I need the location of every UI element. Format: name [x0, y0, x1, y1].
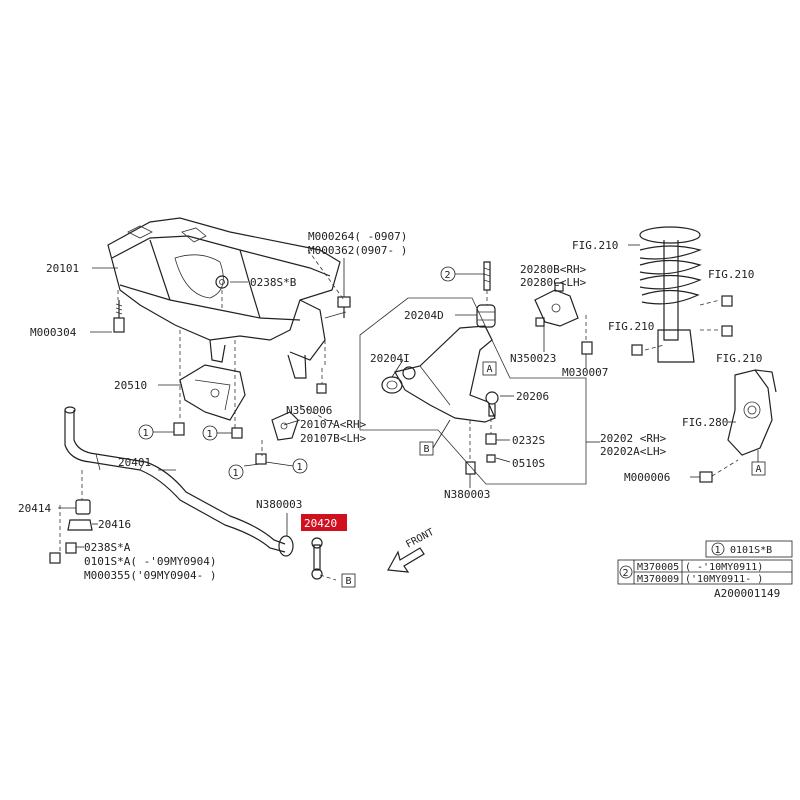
- svg-text:1: 1: [297, 462, 303, 473]
- front-arrow: [387, 547, 425, 573]
- label-m030007: M030007: [562, 366, 608, 379]
- svg-text:B: B: [424, 444, 430, 455]
- bushing-20414: [75, 499, 91, 515]
- label-20202a-lh: 20202A<LH>: [600, 445, 667, 458]
- svg-text:A: A: [487, 364, 493, 375]
- ref-box-b: B: [419, 419, 451, 456]
- label-20416: 20416: [98, 518, 131, 531]
- label-n380003: N380003: [256, 498, 302, 511]
- svg-text:M370005: M370005: [637, 562, 679, 573]
- label-m000304: M000304: [30, 326, 77, 339]
- label-0238s-b: 0238S*B: [250, 276, 297, 289]
- ref-box-b: B: [341, 573, 356, 588]
- svg-text:1: 1: [143, 428, 149, 439]
- label-m000355: M000355('09MY0904- ): [84, 569, 216, 582]
- label-fig280: FIG.280: [682, 416, 728, 429]
- label-0232s: 0232S: [512, 434, 545, 447]
- ref-circle-1: 1: [228, 464, 244, 480]
- bolt-0238s-a: [49, 542, 77, 564]
- bracket-20510: [173, 364, 246, 439]
- bushing-20204d: [476, 304, 496, 328]
- ref-box-a: A: [751, 450, 766, 476]
- svg-text:B: B: [346, 576, 352, 587]
- label-20206: 20206: [516, 390, 549, 403]
- svg-text:('10MY0911- ): ('10MY0911- ): [685, 574, 763, 585]
- label-front: FRONT: [404, 527, 436, 551]
- footer-code: A200001149: [714, 587, 780, 600]
- label-m000264: M000264( -0907): [308, 230, 407, 243]
- svg-text:1: 1: [715, 545, 721, 556]
- label-n380003: N380003: [444, 488, 490, 501]
- bracket-20107: [255, 404, 336, 465]
- ref-circle-1: 1: [265, 458, 308, 474]
- bracket-20280: [534, 282, 593, 355]
- label-20204d: 20204D: [404, 309, 444, 322]
- nut-0238s-b: [215, 275, 229, 289]
- label-fig210: FIG.210: [608, 320, 654, 333]
- label-0510s: 0510S: [512, 457, 545, 470]
- label-20420-highlight: 20420: [301, 514, 347, 531]
- label-20107b: 20107B<LH>: [300, 432, 367, 445]
- label-20414: 20414: [18, 502, 51, 515]
- svg-text:( -'10MY0911): ( -'10MY0911): [685, 562, 763, 573]
- bolt-m000006: [699, 459, 739, 483]
- label-20107a: 20107A<RH>: [300, 418, 367, 431]
- label-n350023: N350023: [510, 352, 556, 365]
- svg-text:1: 1: [207, 429, 213, 440]
- svg-text:0101S*B: 0101S*B: [730, 545, 772, 556]
- bolt-m000304: [113, 300, 125, 333]
- knuckle: [727, 369, 777, 456]
- nut-n380003: [465, 420, 476, 475]
- svg-text:A: A: [756, 464, 762, 475]
- label-fig210: FIG.210: [708, 268, 754, 281]
- svg-text:2: 2: [623, 568, 629, 579]
- ref-circle-1: 1: [138, 424, 174, 440]
- label-20280b: 20280B<RH>: [520, 263, 587, 276]
- stabilizer-bar-20401: [64, 406, 286, 553]
- crossmember-20101: [107, 217, 341, 379]
- ref-circle-2: 2: [440, 266, 484, 282]
- bolt-2-stud: [483, 261, 491, 305]
- label-m000006: M000006: [624, 471, 670, 484]
- bolt-m000264: [324, 296, 351, 319]
- label-m000362: M000362(0907- ): [308, 244, 407, 257]
- ball-joint-20206: [485, 391, 499, 463]
- lower-arm-20202: [381, 325, 496, 423]
- label-0101s-a: 0101S*A( -'09MY0904): [84, 555, 216, 568]
- svg-text:1: 1: [233, 468, 239, 479]
- label-fig210: FIG.210: [572, 239, 618, 252]
- clamp-20416: [67, 519, 93, 531]
- ref-circle-1: 1: [202, 425, 232, 441]
- stabilizer-link-20420: [278, 535, 337, 581]
- label-0238s-a: 0238S*A: [84, 541, 131, 554]
- label-20101: 20101: [46, 262, 79, 275]
- legend-table: 1 0101S*B 2 M370005 ( -'10MY0911) M37000…: [617, 540, 793, 585]
- strut-assembly: [631, 226, 733, 363]
- label-20510: 20510: [114, 379, 147, 392]
- label-20401: 20401: [118, 456, 151, 469]
- nut-n350006: [316, 368, 327, 394]
- label-20202-rh: 20202 <RH>: [600, 432, 667, 445]
- label-n350006: N350006: [286, 404, 332, 417]
- svg-text:20420: 20420: [304, 517, 337, 530]
- label-20204i: 20204I: [370, 352, 410, 365]
- ref-box-a: A: [482, 361, 497, 376]
- label-20280c: 20280C<LH>: [520, 276, 587, 289]
- lower-arm-outline: [359, 297, 587, 485]
- svg-text:M370009: M370009: [637, 574, 679, 585]
- label-fig210: FIG.210: [716, 352, 762, 365]
- svg-text:2: 2: [445, 270, 451, 281]
